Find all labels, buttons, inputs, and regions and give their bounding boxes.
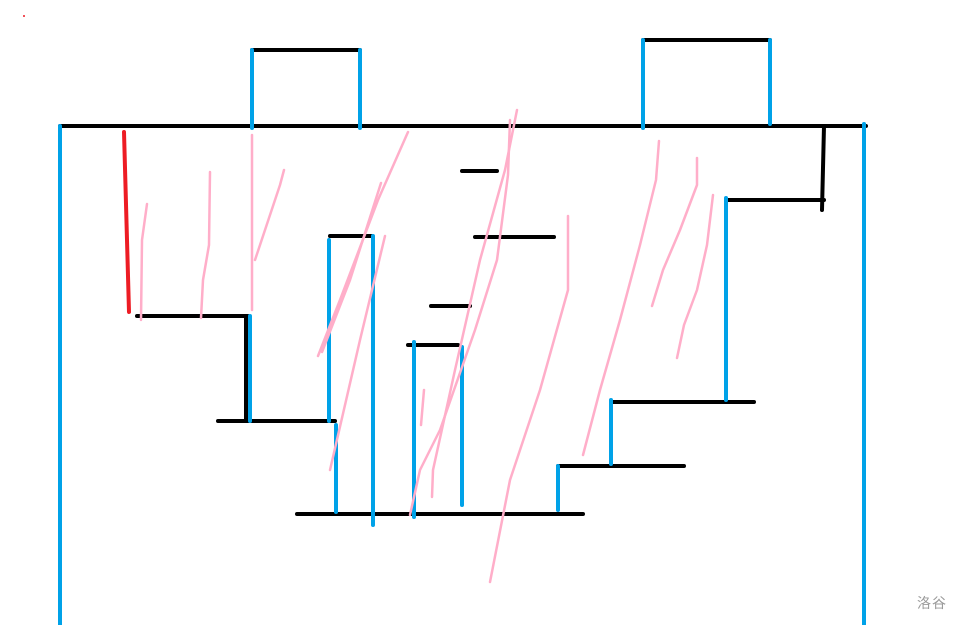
pink-stroke: [408, 118, 512, 517]
pink-stroke: [139, 202, 149, 322]
blue-lines: [58, 38, 866, 625]
black-lines: [58, 38, 868, 516]
right-hook-vertical: [820, 124, 826, 212]
pink-stroke: [581, 139, 661, 457]
stray-dot: [23, 15, 25, 17]
pink-stroke: [430, 108, 519, 499]
pink-stroke: [199, 170, 212, 320]
watermark: 洛谷: [917, 596, 947, 612]
pink-stroke: [419, 388, 426, 427]
pink-stroke: [328, 234, 387, 472]
pink-stroke: [488, 214, 570, 584]
pink-stroke: [320, 181, 383, 354]
pink-stroke: [675, 193, 715, 360]
pink-stroke: [253, 168, 286, 262]
pink-strokes: [139, 108, 715, 584]
pink-stroke: [650, 156, 699, 308]
red-line: [122, 130, 131, 314]
